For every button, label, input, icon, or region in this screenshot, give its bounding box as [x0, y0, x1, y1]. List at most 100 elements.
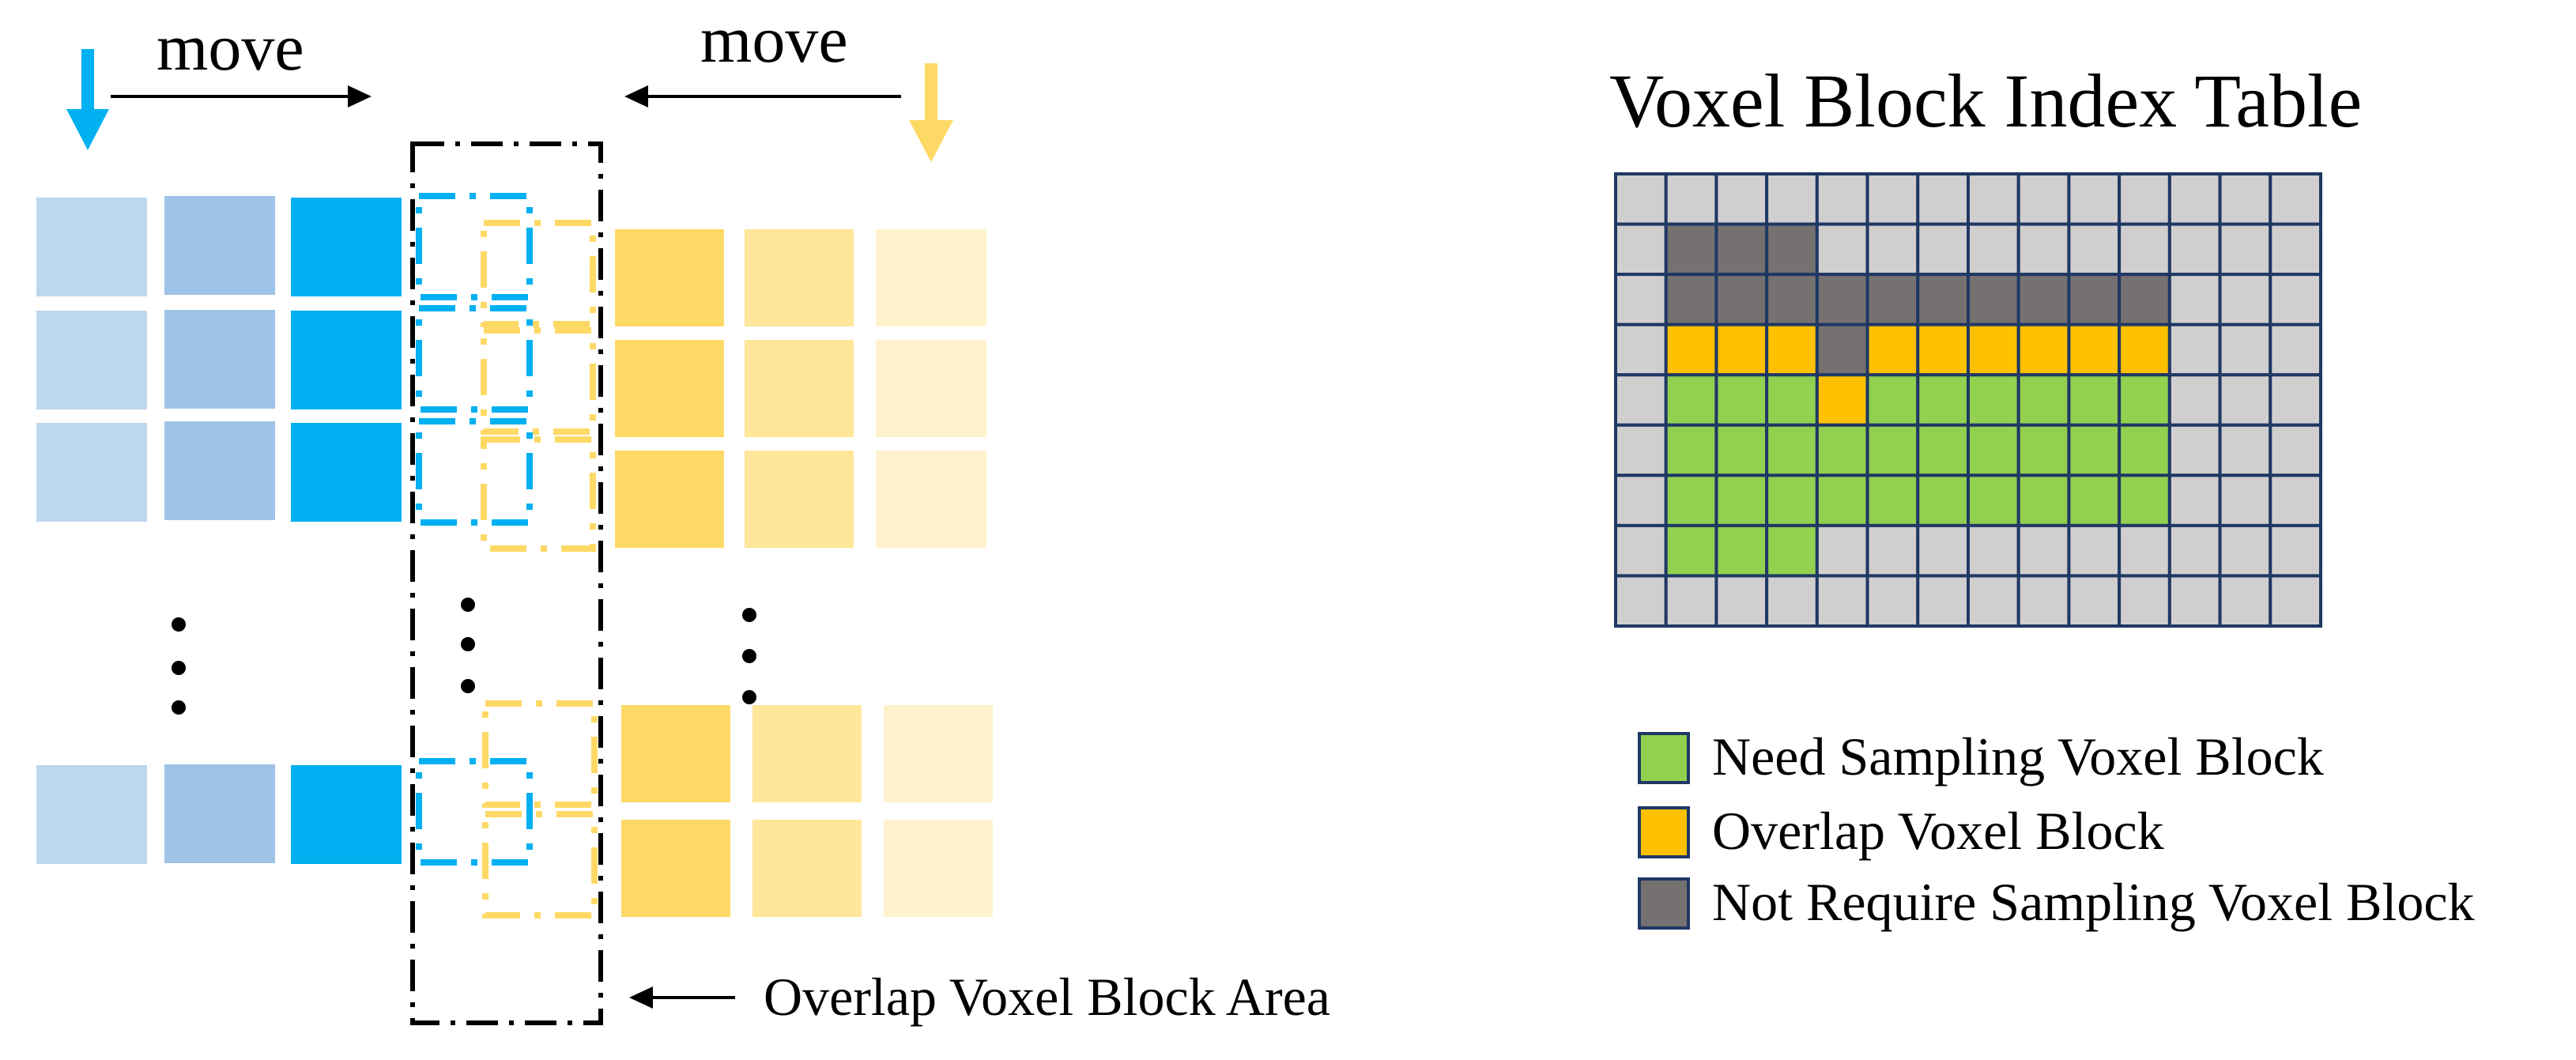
need-sampling-cell: [1916, 373, 1970, 427]
legend-swatch: [1638, 732, 1690, 784]
yellow-block: [752, 820, 862, 917]
need-sampling-cell: [1714, 473, 1769, 527]
empty-cell: [1614, 222, 1668, 277]
empty-cell: [1815, 172, 1869, 226]
not-require-sampling-cell: [2016, 273, 2071, 326]
empty-cell: [2269, 473, 2322, 527]
legend-item: Not Require Sampling Voxel Block: [1638, 872, 2475, 932]
overlap-cell: [2067, 323, 2122, 377]
ellipsis-dot: [461, 679, 475, 693]
not-require-sampling-cell: [2118, 273, 2171, 326]
move-left-arrow: [624, 85, 901, 108]
dashed-yellow-block: [481, 220, 596, 327]
dashed-blue-block: [416, 305, 533, 413]
empty-cell: [1865, 222, 1920, 277]
blue-block-row: [36, 310, 402, 409]
empty-cell: [2067, 574, 2122, 628]
overlap-area-arrow: [629, 986, 735, 1009]
yellow-block-row: [615, 229, 986, 326]
empty-cell: [2016, 523, 2071, 578]
blue-block: [291, 198, 402, 296]
yellow-block: [621, 820, 730, 917]
empty-cell: [1865, 172, 1920, 226]
yellow-block-row: [615, 340, 986, 437]
need-sampling-cell: [1916, 423, 1970, 477]
empty-cell: [2167, 222, 2222, 277]
blue-block: [164, 310, 275, 409]
blue-block: [164, 764, 275, 863]
empty-cell: [2218, 323, 2272, 377]
not-require-sampling-cell: [1714, 222, 1769, 277]
empty-cell: [1916, 523, 1970, 578]
empty-cell: [2218, 172, 2272, 226]
need-sampling-cell: [1865, 423, 1920, 477]
overlap-area-frame: [410, 141, 603, 1025]
not-require-sampling-cell: [2067, 273, 2122, 326]
overlap-cell: [1664, 323, 1718, 377]
empty-cell: [1815, 574, 1869, 628]
yellow-blocks: [615, 229, 993, 917]
empty-cell: [1765, 574, 1819, 628]
need-sampling-cell: [1815, 473, 1869, 527]
empty-cell: [2269, 574, 2322, 628]
blue-blocks: [36, 196, 402, 864]
empty-cell: [2016, 574, 2071, 628]
not-require-sampling-cell: [1967, 273, 2020, 326]
blue-block: [36, 311, 147, 409]
empty-cell: [1916, 222, 1970, 277]
empty-cell: [2067, 222, 2122, 277]
empty-cell: [2167, 423, 2222, 477]
empty-cell: [2016, 172, 2071, 226]
ellipsis-dot: [172, 617, 186, 632]
overlap-area-label: Overlap Voxel Block Area: [764, 967, 1330, 1027]
empty-cell: [1967, 574, 2020, 628]
need-sampling-cell: [1967, 473, 2020, 527]
empty-cell: [2118, 523, 2171, 578]
overlap-cell: [1815, 373, 1869, 427]
empty-cell: [1967, 172, 2020, 226]
need-sampling-cell: [2016, 373, 2071, 427]
empty-cell: [1815, 523, 1869, 578]
empty-cell: [2218, 574, 2272, 628]
empty-cell: [1967, 523, 2020, 578]
overlap-cell: [2118, 323, 2171, 377]
need-sampling-cell: [1664, 523, 1718, 578]
yellow-block: [752, 705, 862, 802]
ellipsis-dot: [742, 649, 756, 663]
blue-block: [36, 765, 147, 864]
need-sampling-cell: [1865, 373, 1920, 427]
dashed-blue-block: [416, 418, 533, 526]
yellow-block: [615, 229, 724, 326]
empty-cell: [1967, 222, 2020, 277]
legend-item: Overlap Voxel Block: [1638, 801, 2164, 861]
ellipsis-dot: [172, 661, 186, 675]
empty-cell: [2118, 222, 2171, 277]
need-sampling-cell: [1714, 523, 1769, 578]
overlap-cell: [1765, 323, 1819, 377]
empty-cell: [2218, 273, 2272, 326]
empty-cell: [2269, 373, 2322, 427]
legend-item: Need Sampling Voxel Block: [1638, 726, 2324, 787]
yellow-block-row: [615, 451, 986, 548]
dashed-yellow-block: [481, 436, 596, 552]
need-sampling-cell: [1967, 373, 2020, 427]
empty-cell: [1815, 222, 1869, 277]
empty-cell: [1614, 523, 1668, 578]
yellow-block: [615, 451, 724, 548]
empty-cell: [2016, 222, 2071, 277]
need-sampling-cell: [1664, 423, 1718, 477]
yellow-block-row: [621, 820, 993, 917]
need-sampling-cell: [1765, 373, 1819, 427]
empty-cell: [2167, 172, 2222, 226]
yellow-block: [876, 340, 986, 437]
need-sampling-cell: [2118, 373, 2171, 427]
not-require-sampling-cell: [1765, 273, 1819, 326]
dashed-yellow-block: [482, 811, 598, 919]
need-sampling-cell: [1765, 423, 1819, 477]
empty-cell: [1614, 574, 1668, 628]
blue-block-row: [36, 421, 402, 522]
empty-cell: [1614, 172, 1668, 226]
empty-cell: [2167, 574, 2222, 628]
yellow-block-row: [621, 705, 993, 802]
